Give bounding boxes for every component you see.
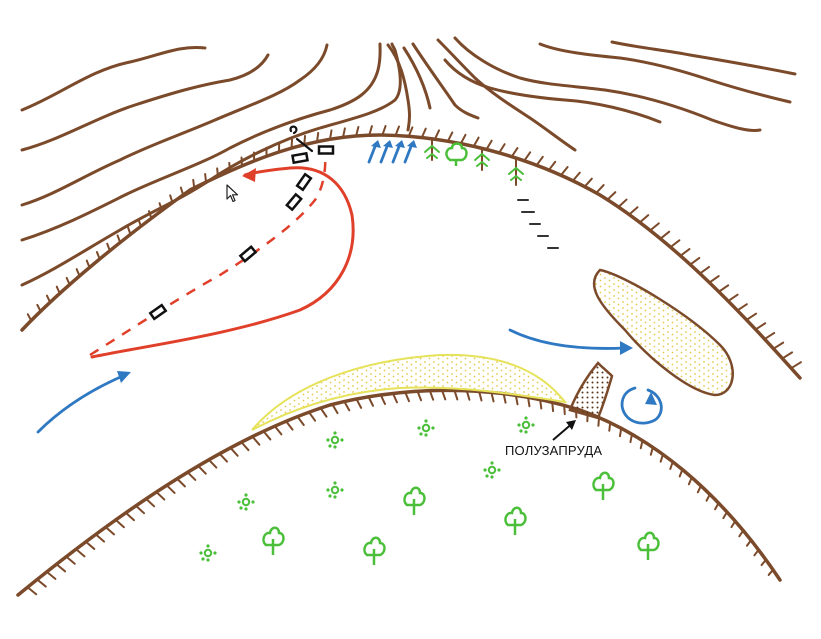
current-arrows xyxy=(36,142,663,434)
shrub-icon xyxy=(326,481,344,499)
bank-dashes xyxy=(517,199,559,249)
anchor-icon xyxy=(289,125,314,153)
weir-label: ПОЛУЗАПРУДА xyxy=(505,443,603,458)
island-vegetation xyxy=(199,416,660,565)
eddy-arrow xyxy=(620,386,663,425)
midstream-sandbar xyxy=(592,268,734,397)
bush-icon xyxy=(445,142,468,166)
sandbar xyxy=(251,353,568,431)
tree-icon xyxy=(363,536,386,565)
upper-bank-line xyxy=(20,133,802,380)
shrub-icon xyxy=(237,493,255,511)
tree-icon xyxy=(403,486,426,515)
vessel-marker xyxy=(295,172,313,192)
bypass-current-arrow xyxy=(508,328,627,350)
tree-icon xyxy=(504,506,527,535)
shrub-icon xyxy=(517,416,535,434)
shrub-icon xyxy=(326,431,344,449)
grass-tuft-icon xyxy=(424,137,524,186)
tree-icon xyxy=(637,531,660,560)
channel-axis-loop xyxy=(90,166,355,359)
shrub-icon xyxy=(483,461,501,479)
shrub-icon xyxy=(199,544,217,562)
tree-icon xyxy=(262,526,285,555)
weir-structure xyxy=(568,361,614,420)
upper-bank-hatch xyxy=(26,125,802,370)
lower-bank-line xyxy=(16,388,782,597)
vessel-marker xyxy=(238,245,258,263)
lower-bank-hatch xyxy=(26,389,775,596)
vessel-markers xyxy=(148,145,335,321)
vessel-marker xyxy=(285,192,303,212)
contour-lines xyxy=(20,36,797,287)
shrub-icon xyxy=(417,419,435,437)
vessel-marker xyxy=(317,145,335,155)
inflow-arrow xyxy=(36,373,127,434)
vessel-marker xyxy=(291,151,309,165)
vessel-marker xyxy=(148,303,168,321)
tree-icon xyxy=(592,471,615,500)
mouse-cursor-icon xyxy=(226,184,239,203)
